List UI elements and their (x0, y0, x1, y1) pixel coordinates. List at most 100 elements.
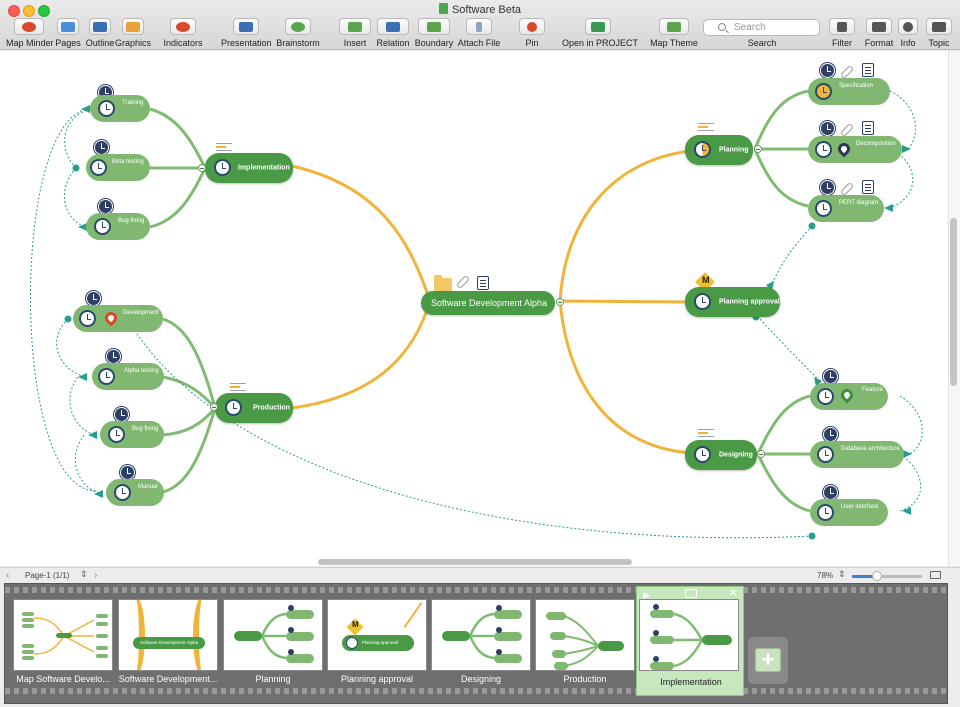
indicators-icon (170, 18, 196, 35)
map-minder-button[interactable]: Map Minder (6, 18, 54, 50)
subtopic-label: Bug fixing (132, 426, 159, 432)
collapse-toggle[interactable] (198, 164, 206, 172)
boundary-button[interactable]: Boundary (414, 18, 454, 50)
close-icon[interactable]: ✕ (729, 588, 738, 599)
slide-label: Map Software Develo... (16, 674, 110, 684)
subtopic-specification[interactable]: Specification (808, 78, 890, 105)
zoom-slider-knob[interactable] (872, 571, 882, 581)
subtopic-database-architecture[interactable]: Database architecture (810, 441, 904, 468)
topic-production[interactable]: Production (215, 393, 293, 423)
clock-icon (817, 446, 834, 463)
clock-half-icon (694, 141, 711, 158)
relation-dot (808, 532, 816, 540)
duration-clock-icon (98, 199, 113, 214)
subtopic-bug-fixing-2[interactable]: Bug fixing (100, 421, 164, 448)
pin-icon (519, 18, 545, 35)
subtopic-training[interactable]: Training (90, 95, 150, 122)
slide-thumb-4[interactable]: M Planning approval (327, 599, 427, 671)
zoom-window-button[interactable] (38, 5, 50, 17)
minimize-window-button[interactable] (23, 5, 35, 17)
fit-page-icon[interactable] (930, 571, 941, 579)
subtopic-beta-testing[interactable]: Beta testing (86, 154, 150, 181)
topic-label: Topic (928, 38, 950, 48)
zoom-slider[interactable] (852, 575, 922, 578)
map-theme-button[interactable]: Map Theme (650, 18, 698, 50)
topic-button[interactable]: Topic (926, 18, 952, 50)
add-slide-button[interactable]: + (748, 637, 788, 684)
subtopic-bug-fixing-1[interactable]: Bug fixing (86, 213, 150, 240)
location-pin-icon (835, 140, 853, 158)
clock-icon (79, 310, 96, 327)
open-in-project-button[interactable]: Open in PROJECT (562, 18, 638, 50)
central-topic[interactable]: Software Development Alpha (421, 291, 555, 315)
slide-thumb-3[interactable] (223, 599, 323, 671)
collapse-toggle[interactable] (754, 145, 762, 153)
page-stepper-icon[interactable]: ⇕ (80, 569, 88, 579)
brainstorm-button[interactable]: Brainstorm (276, 18, 320, 50)
collapse-toggle[interactable] (210, 403, 218, 411)
subtopic-development[interactable]: Development (73, 305, 163, 332)
central-topic-label: Software Development Alpha (431, 298, 548, 308)
search-input[interactable]: Search (703, 19, 820, 36)
chevron-left-icon[interactable]: ‹ (6, 570, 10, 581)
search-icon (718, 23, 726, 31)
collapse-toggle[interactable] (757, 450, 765, 458)
pin-button[interactable]: Pin (519, 18, 545, 50)
insert-button[interactable]: Insert (339, 18, 371, 50)
topic-implementation[interactable]: Implementation (205, 153, 293, 183)
info-label: Info (900, 38, 916, 48)
subtopic-decomposition[interactable]: Decomposition (808, 136, 902, 163)
slide-thumb-5[interactable] (431, 599, 531, 671)
duration-clock-icon (94, 140, 109, 155)
status-bar: ‹ Page-1 (1/1) ⇕ › 78% ⇕ (0, 567, 960, 583)
relation-button[interactable]: Relation (376, 18, 410, 50)
relation-label: Relation (376, 38, 410, 48)
presentation-button[interactable]: Presentation (221, 18, 272, 50)
subtopic-manual[interactable]: Manual (106, 479, 164, 506)
clock-icon (114, 484, 131, 501)
collapse-toggle[interactable] (556, 298, 564, 306)
insert-icon (339, 18, 371, 35)
chevron-right-icon[interactable]: › (94, 570, 98, 581)
topic-planning[interactable]: Planning (685, 135, 753, 165)
slide-thumb-7[interactable] (639, 599, 739, 671)
duration-clock-icon (820, 63, 835, 78)
subtopic-alpha-testing[interactable]: Alpha testing (92, 363, 164, 390)
slide-thumb-1[interactable] (13, 599, 113, 671)
slide-thumb-map (442, 605, 522, 663)
branch-bug-fixing-2 (162, 407, 217, 437)
camera-icon[interactable] (685, 589, 697, 598)
vertical-scroll-thumb[interactable] (950, 218, 957, 386)
subtopic-pert-diagram[interactable]: PERT diagram (808, 195, 884, 222)
mind-map-canvas[interactable]: Software Development Alpha Implementatio… (0, 51, 948, 566)
topic-designing[interactable]: Designing (685, 440, 757, 470)
subtopic-label: PERT diagram (839, 200, 879, 206)
note-icon (862, 121, 874, 135)
zoom-stepper-icon[interactable]: ⇕ (838, 569, 846, 579)
subtopic-feature[interactable]: Feature (810, 383, 888, 410)
horizontal-scroll-thumb[interactable] (318, 559, 632, 565)
branch-production (291, 300, 432, 410)
info-button[interactable]: Info (897, 18, 919, 50)
clock-icon (214, 159, 231, 176)
close-window-button[interactable] (8, 5, 20, 17)
format-button[interactable]: Format (862, 18, 896, 50)
duration-clock-icon (820, 180, 835, 195)
filter-button[interactable]: Filter (829, 18, 855, 50)
play-icon[interactable]: ▶ (643, 590, 650, 600)
outline-button[interactable]: Outline (85, 18, 115, 50)
attach-file-button[interactable]: Attach File (457, 18, 501, 50)
slide-thumb-2[interactable]: Software Development Alpha (118, 599, 218, 671)
slide-thumb-6[interactable] (535, 599, 635, 671)
attach-file-label: Attach File (457, 38, 501, 48)
clock-icon (815, 200, 832, 217)
pages-button[interactable]: Pages (54, 18, 82, 50)
branch-pert-diagram (753, 148, 809, 208)
graphics-button[interactable]: Graphics (115, 18, 151, 50)
relation-pert-approval (769, 225, 813, 287)
indicators-button[interactable]: Indicators (163, 18, 203, 50)
subtopic-user-interface[interactable]: User interface (810, 499, 888, 526)
slide-thumb-map (546, 612, 624, 670)
relation-arrow (94, 490, 103, 498)
topic-planning-approval[interactable]: Planning approval (685, 287, 780, 317)
